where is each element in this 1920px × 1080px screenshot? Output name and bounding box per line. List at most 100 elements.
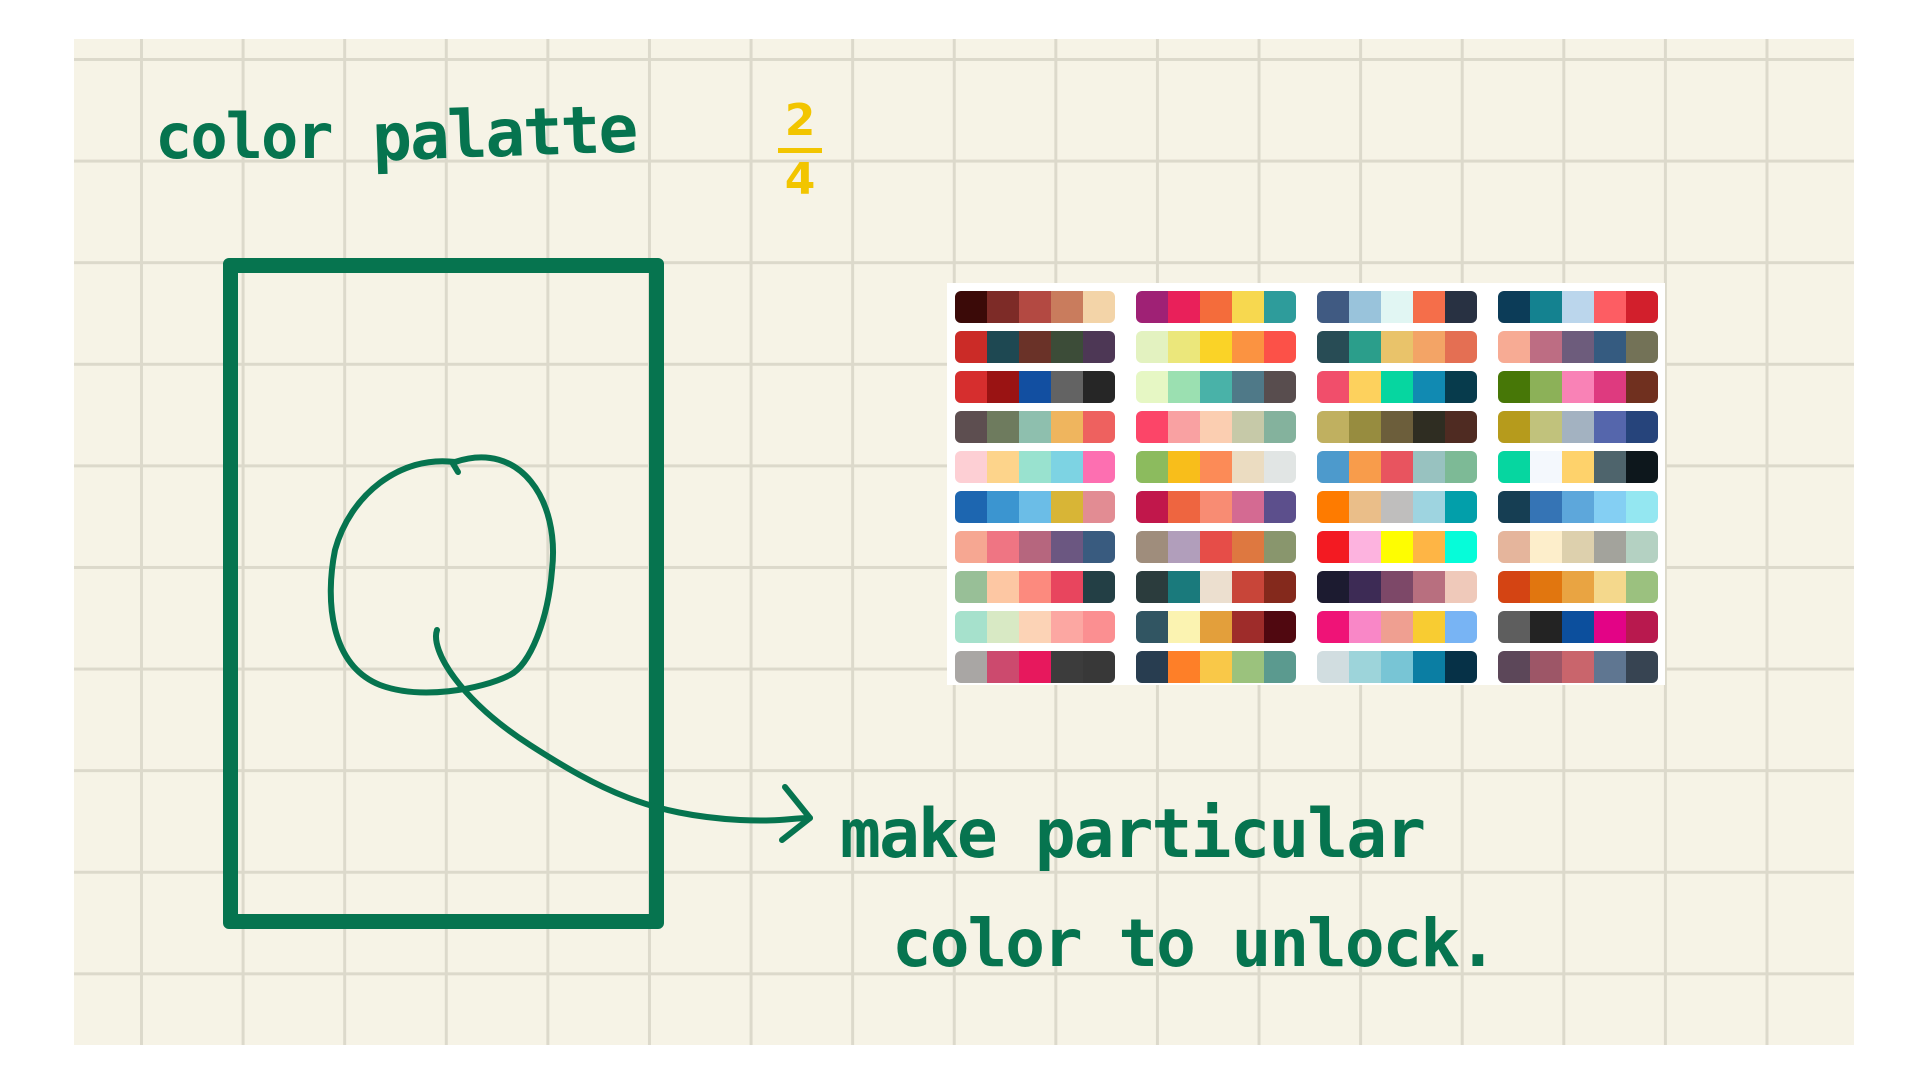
palette-row[interactable] bbox=[1136, 331, 1296, 363]
color-swatch[interactable] bbox=[1530, 571, 1562, 603]
palette-row[interactable] bbox=[955, 651, 1115, 683]
color-swatch[interactable] bbox=[1168, 291, 1200, 323]
palette-row[interactable] bbox=[1136, 651, 1296, 683]
color-swatch[interactable] bbox=[1562, 611, 1594, 643]
color-swatch[interactable] bbox=[1200, 411, 1232, 443]
color-swatch[interactable] bbox=[955, 571, 987, 603]
color-swatch[interactable] bbox=[1349, 491, 1381, 523]
color-swatch[interactable] bbox=[1232, 651, 1264, 683]
color-swatch[interactable] bbox=[1594, 571, 1626, 603]
color-swatch[interactable] bbox=[1264, 651, 1296, 683]
color-swatch[interactable] bbox=[1626, 451, 1658, 483]
palette-row[interactable] bbox=[955, 491, 1115, 523]
color-swatch[interactable] bbox=[1626, 491, 1658, 523]
color-swatch[interactable] bbox=[1413, 331, 1445, 363]
color-swatch[interactable] bbox=[955, 411, 987, 443]
color-swatch[interactable] bbox=[1051, 571, 1083, 603]
color-swatch[interactable] bbox=[1168, 651, 1200, 683]
palette-row[interactable] bbox=[1317, 291, 1477, 323]
color-swatch[interactable] bbox=[955, 291, 987, 323]
color-swatch[interactable] bbox=[1562, 651, 1594, 683]
color-swatch[interactable] bbox=[1626, 611, 1658, 643]
color-swatch[interactable] bbox=[1530, 371, 1562, 403]
color-swatch[interactable] bbox=[1136, 531, 1168, 563]
color-swatch[interactable] bbox=[1232, 371, 1264, 403]
color-swatch[interactable] bbox=[1530, 411, 1562, 443]
color-swatch[interactable] bbox=[1445, 651, 1477, 683]
color-swatch[interactable] bbox=[1317, 451, 1349, 483]
color-swatch[interactable] bbox=[1168, 371, 1200, 403]
color-swatch[interactable] bbox=[1083, 291, 1115, 323]
color-swatch[interactable] bbox=[1136, 491, 1168, 523]
color-swatch[interactable] bbox=[1381, 611, 1413, 643]
color-swatch[interactable] bbox=[955, 491, 987, 523]
color-swatch[interactable] bbox=[1051, 491, 1083, 523]
color-swatch[interactable] bbox=[1594, 531, 1626, 563]
color-swatch[interactable] bbox=[1381, 451, 1413, 483]
color-swatch[interactable] bbox=[1445, 371, 1477, 403]
color-swatch[interactable] bbox=[1200, 611, 1232, 643]
palette-row[interactable] bbox=[1498, 531, 1658, 563]
color-swatch[interactable] bbox=[1381, 571, 1413, 603]
color-swatch[interactable] bbox=[1594, 331, 1626, 363]
color-swatch[interactable] bbox=[1530, 611, 1562, 643]
color-swatch[interactable] bbox=[987, 491, 1019, 523]
palette-row[interactable] bbox=[1136, 491, 1296, 523]
palette-row[interactable] bbox=[955, 291, 1115, 323]
palette-row[interactable] bbox=[1317, 611, 1477, 643]
color-swatch[interactable] bbox=[1200, 651, 1232, 683]
color-swatch[interactable] bbox=[1413, 451, 1445, 483]
color-swatch[interactable] bbox=[1562, 491, 1594, 523]
palette-row[interactable] bbox=[1317, 411, 1477, 443]
color-swatch[interactable] bbox=[1051, 611, 1083, 643]
color-swatch[interactable] bbox=[1232, 331, 1264, 363]
color-swatch[interactable] bbox=[1051, 411, 1083, 443]
palette-row[interactable] bbox=[955, 371, 1115, 403]
palette-row[interactable] bbox=[1498, 331, 1658, 363]
color-swatch[interactable] bbox=[987, 371, 1019, 403]
color-swatch[interactable] bbox=[1264, 371, 1296, 403]
color-swatch[interactable] bbox=[1136, 611, 1168, 643]
color-swatch[interactable] bbox=[1381, 491, 1413, 523]
color-swatch[interactable] bbox=[1083, 651, 1115, 683]
color-swatch[interactable] bbox=[1498, 531, 1530, 563]
color-swatch[interactable] bbox=[1594, 411, 1626, 443]
palette-row[interactable] bbox=[1317, 331, 1477, 363]
color-swatch[interactable] bbox=[1530, 451, 1562, 483]
color-swatch[interactable] bbox=[1381, 651, 1413, 683]
color-swatch[interactable] bbox=[1232, 491, 1264, 523]
color-swatch[interactable] bbox=[1413, 411, 1445, 443]
color-swatch[interactable] bbox=[1498, 571, 1530, 603]
color-swatch[interactable] bbox=[1349, 571, 1381, 603]
color-swatch[interactable] bbox=[1168, 411, 1200, 443]
color-swatch[interactable] bbox=[1083, 451, 1115, 483]
color-swatch[interactable] bbox=[1019, 451, 1051, 483]
color-swatch[interactable] bbox=[1232, 411, 1264, 443]
color-swatch[interactable] bbox=[1264, 331, 1296, 363]
color-swatch[interactable] bbox=[1264, 531, 1296, 563]
color-swatch[interactable] bbox=[1200, 331, 1232, 363]
color-swatch[interactable] bbox=[1445, 451, 1477, 483]
color-swatch[interactable] bbox=[1349, 611, 1381, 643]
color-swatch[interactable] bbox=[1413, 371, 1445, 403]
color-swatch[interactable] bbox=[1019, 611, 1051, 643]
palette-row[interactable] bbox=[1317, 531, 1477, 563]
color-swatch[interactable] bbox=[1498, 291, 1530, 323]
color-swatch[interactable] bbox=[1019, 531, 1051, 563]
palette-row[interactable] bbox=[1498, 371, 1658, 403]
color-swatch[interactable] bbox=[987, 571, 1019, 603]
color-swatch[interactable] bbox=[1317, 411, 1349, 443]
color-swatch[interactable] bbox=[1136, 411, 1168, 443]
color-swatch[interactable] bbox=[1136, 571, 1168, 603]
color-swatch[interactable] bbox=[1498, 491, 1530, 523]
color-swatch[interactable] bbox=[1626, 371, 1658, 403]
palette-row[interactable] bbox=[1498, 651, 1658, 683]
color-swatch[interactable] bbox=[1232, 611, 1264, 643]
color-swatch[interactable] bbox=[1562, 411, 1594, 443]
color-swatch[interactable] bbox=[1051, 291, 1083, 323]
color-swatch[interactable] bbox=[955, 451, 987, 483]
color-swatch[interactable] bbox=[1019, 571, 1051, 603]
color-swatch[interactable] bbox=[1349, 451, 1381, 483]
color-swatch[interactable] bbox=[1626, 651, 1658, 683]
color-swatch[interactable] bbox=[1264, 491, 1296, 523]
